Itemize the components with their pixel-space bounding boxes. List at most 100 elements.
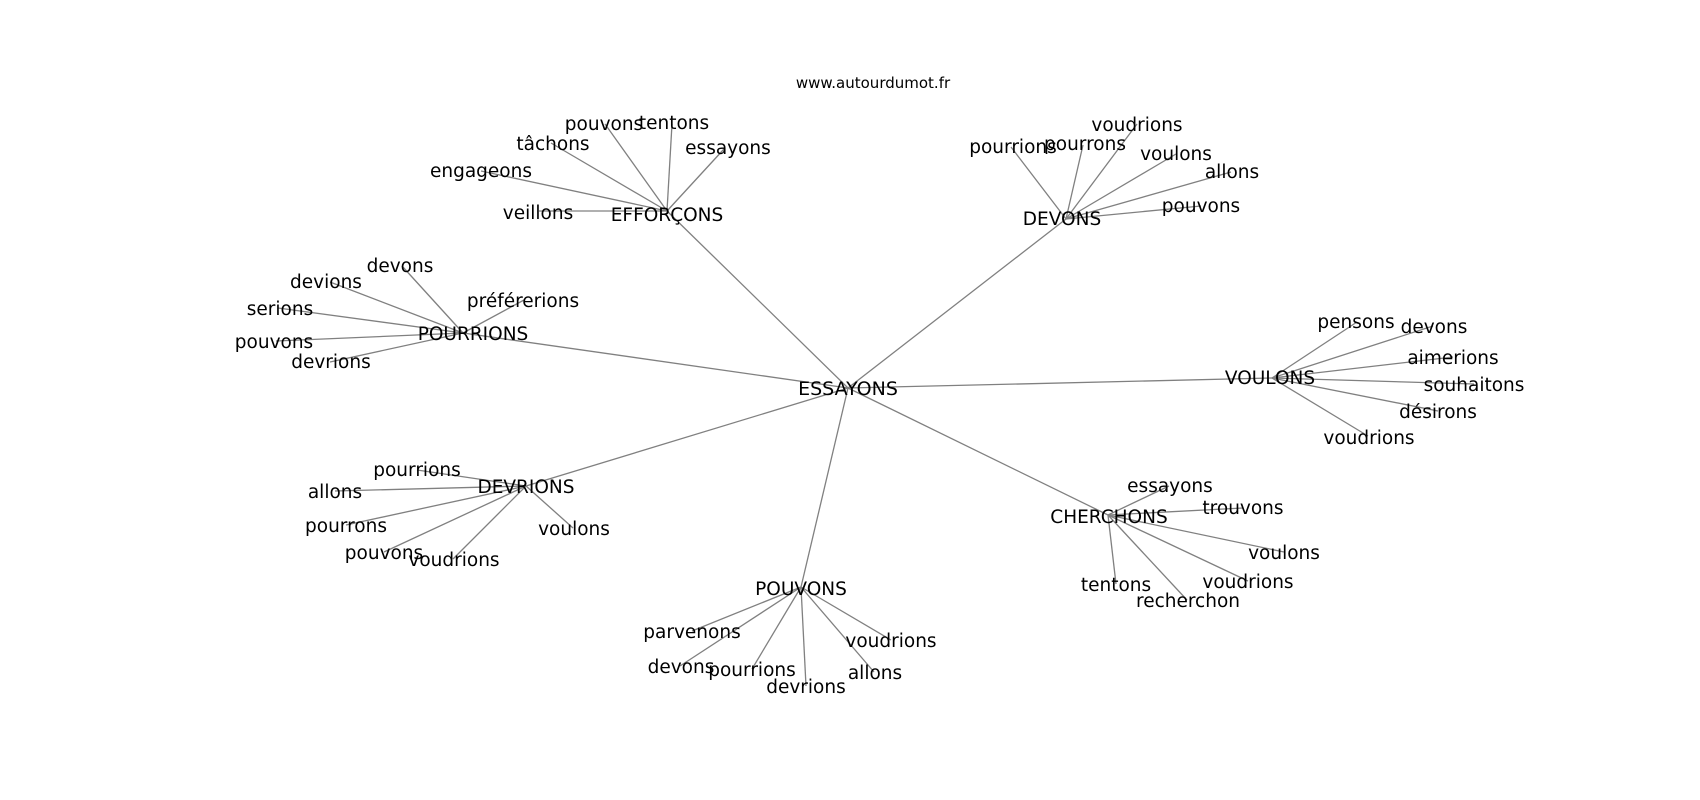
edge-group-to-leaf [1271, 377, 1439, 412]
edge-group-to-leaf [604, 123, 668, 212]
edge-group-to-leaf [691, 586, 802, 632]
edge-group-to-leaf [329, 332, 464, 363]
edge-group-to-leaf [1065, 123, 1138, 220]
group-node-label: DEVONS [1023, 209, 1101, 230]
edge-group-to-leaf [550, 142, 668, 212]
edge-group-to-leaf [1065, 144, 1084, 220]
group-node-label: POUVONS [755, 579, 847, 600]
group-node-label: VOULONS [1225, 368, 1315, 389]
edge-center-to-group [666, 210, 849, 389]
leaf-node-label: préférerions [467, 291, 579, 312]
leaf-node-label: désirons [1399, 402, 1477, 423]
edge-group-to-leaf [666, 148, 725, 212]
group-node-label: CHERCHONS [1050, 507, 1167, 528]
leaf-node-label: essayons [1127, 476, 1213, 497]
leaf-node-label: pourrions [708, 660, 796, 681]
edge-group-to-leaf [462, 299, 525, 334]
leaf-node-label: pourrions [969, 137, 1057, 158]
leaf-node-label: voulons [1140, 144, 1212, 165]
leaf-node-label: tentons [1081, 575, 1151, 596]
leaf-node-label: tâchons [516, 134, 589, 155]
leaf-node-label: pouvons [345, 543, 423, 564]
edges [275, 123, 1475, 687]
leaf-node-label: allons [848, 663, 902, 684]
leaf-node-label: trouvons [1202, 498, 1283, 519]
leaf-node-label: recherchon [1136, 591, 1240, 612]
edge-group-to-leaf [416, 469, 527, 487]
edge-group-to-leaf [1107, 507, 1244, 516]
leaf-node-label: pensons [1317, 312, 1394, 333]
leaf-node-label: pouvons [235, 332, 313, 353]
edge-center-to-group [847, 377, 1273, 389]
edge-group-to-leaf [1065, 153, 1177, 220]
edge-group-to-leaf [1107, 514, 1285, 553]
edge-group-to-leaf [401, 265, 464, 334]
edge-group-to-leaf [1271, 321, 1358, 379]
leaf-node-label: serions [247, 299, 313, 320]
leaf-node-label: allons [1205, 162, 1259, 183]
edge-group-to-leaf [277, 307, 464, 334]
leaf-node-label: voudrions [1323, 428, 1414, 449]
edge-group-to-leaf [345, 485, 527, 526]
leaf-node-label: voudrions [1202, 572, 1293, 593]
edge-center-to-group [525, 387, 849, 487]
leaf-node-label: devons [648, 657, 715, 678]
edge-group-to-leaf [383, 485, 527, 553]
edge-group-to-leaf [1010, 146, 1067, 220]
edge-group-to-leaf [480, 170, 668, 212]
credit-text: www.autourdumot.fr [796, 74, 951, 92]
edge-group-to-leaf [751, 586, 802, 670]
edge-group-to-leaf [329, 281, 464, 334]
edge-group-to-leaf [800, 586, 807, 687]
edge-group-to-leaf [1065, 171, 1232, 220]
leaf-node-label: voulons [1248, 543, 1320, 564]
leaf-node-label: tentons [639, 113, 709, 134]
leaf-node-label: souhaitons [1424, 375, 1525, 396]
edge-group-to-leaf [800, 586, 875, 673]
edge-group-to-leaf [1065, 205, 1202, 220]
group-node-label: EFFORÇONS [611, 205, 724, 226]
leaf-node-label: veillons [503, 203, 573, 224]
edge-group-to-leaf [525, 485, 574, 529]
leaf-node-label: pouvons [1162, 196, 1240, 217]
leaf-node-label: voulons [538, 519, 610, 540]
center-node-label: ESSAYONS [798, 378, 898, 400]
edge-group-to-leaf [1107, 514, 1188, 601]
group-node-label: POURRIONS [418, 324, 529, 345]
labels: www.autourdumot.fr ESSAYONS EFFORÇONS pouv… [235, 74, 1525, 698]
edge-group-to-leaf [1107, 485, 1170, 516]
leaf-node-label: aimerions [1407, 348, 1498, 369]
leaf-node-label: engageons [430, 161, 532, 182]
leaf-node-label: devons [1401, 317, 1468, 338]
edge-group-to-leaf [1271, 356, 1454, 379]
leaf-node-label: devrions [291, 352, 371, 373]
edge-group-to-leaf [1107, 514, 1249, 582]
leaf-node-label: devons [367, 256, 434, 277]
leaf-node-label: allons [308, 482, 362, 503]
leaf-node-label: essayons [685, 138, 771, 159]
edge-center-to-group [847, 387, 1109, 516]
leaf-node-label: pourrions [373, 460, 461, 481]
edge-group-to-leaf [452, 485, 527, 560]
edge-center-to-group [462, 332, 849, 389]
edge-center-to-group [800, 387, 849, 588]
edge-group-to-leaf [1271, 377, 1475, 385]
leaf-node-label: voudrions [845, 631, 936, 652]
leaf-node-label: devions [290, 272, 362, 293]
edge-group-to-leaf [334, 485, 527, 492]
leaf-node-label: devrions [766, 677, 846, 698]
edge-group-to-leaf [1107, 514, 1117, 585]
edge-center-to-group [847, 218, 1067, 389]
leaf-node-label: pourrons [1044, 134, 1126, 155]
leaf-node-label: voudrions [408, 550, 499, 571]
group-node-label: DEVRIONS [477, 477, 574, 498]
leaf-node-label: pouvons [565, 114, 643, 135]
edge-group-to-leaf [1271, 325, 1434, 379]
edge-group-to-leaf [679, 586, 802, 667]
edge-group-to-leaf [275, 332, 464, 342]
leaf-node-label: voudrions [1091, 115, 1182, 136]
leaf-node-label: pourrons [305, 516, 387, 537]
leaf-node-label: parvenons [643, 622, 740, 643]
edge-group-to-leaf [800, 586, 892, 641]
